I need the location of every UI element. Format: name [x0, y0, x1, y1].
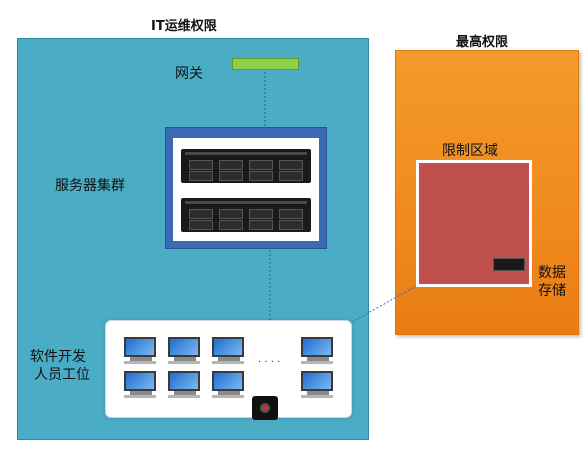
- computer-icon: [122, 371, 158, 399]
- computer-icon: [299, 371, 335, 399]
- computer-icon: [166, 337, 202, 365]
- workstation-area: · · · ·: [105, 320, 352, 418]
- server-cluster-label: 服务器集群: [55, 178, 125, 194]
- it-zone-title: IT运维权限: [151, 19, 217, 34]
- computer-icon: [210, 337, 246, 365]
- storage-label-line1: 数据: [538, 265, 566, 281]
- server-rack-2: [181, 198, 311, 232]
- storage-label-line2: 存储: [538, 283, 566, 299]
- ellipsis-text: · · · ·: [258, 357, 281, 368]
- computer-icon: [299, 337, 335, 365]
- workstation-to-storage-line: [351, 284, 419, 323]
- server-rack-1: [181, 149, 311, 183]
- workstation-label-line2: 人员工位: [34, 367, 90, 383]
- storage-device-icon: [493, 258, 525, 271]
- gateway-device: [232, 58, 299, 70]
- computer-icon: [166, 371, 202, 399]
- restricted-area-label: 限制区域: [442, 143, 498, 159]
- camera-icon: [252, 396, 278, 420]
- computer-icon: [210, 371, 246, 399]
- top-zone-title: 最高权限: [456, 35, 509, 50]
- computer-icon: [122, 337, 158, 365]
- gateway-label: 网关: [175, 66, 203, 82]
- workstation-label-line1: 软件开发: [30, 349, 86, 365]
